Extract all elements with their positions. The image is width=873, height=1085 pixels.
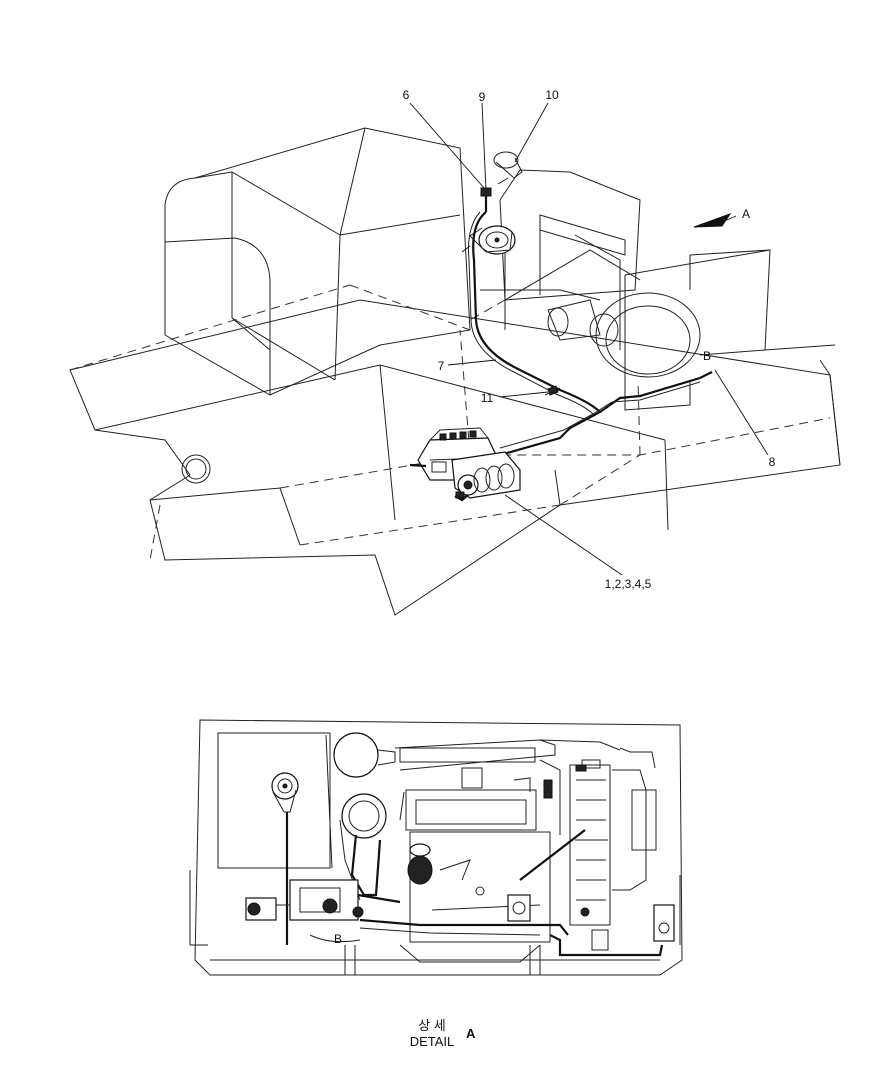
callout-10: 10	[545, 88, 559, 102]
detail-marker-b: B	[334, 932, 342, 946]
radiator	[519, 747, 657, 951]
detail-caption: 상 세 DETAIL A	[410, 1018, 476, 1049]
leader-lines	[409, 102, 769, 576]
callout-7: 7	[438, 359, 445, 373]
callout-8: 8	[769, 455, 776, 469]
engine-block	[469, 169, 836, 411]
hydraulic-pump	[245, 879, 401, 943]
intake-pipe	[339, 793, 387, 901]
battery-terminal	[653, 904, 675, 942]
detail-engine	[359, 767, 569, 963]
horn	[493, 151, 523, 185]
callout-1-5: 1,2,3,4,5	[605, 577, 652, 591]
detail-view: B	[189, 719, 683, 976]
callout-6: 6	[403, 88, 410, 102]
view-arrow	[693, 213, 737, 228]
callout-9: 9	[479, 90, 486, 104]
isometric-view: 6 9 10 A 7 B 11 8 1,2,3,4,5	[69, 88, 841, 616]
alternator-unit	[451, 451, 521, 502]
caption-letter: A	[466, 1026, 476, 1041]
callout-b: B	[703, 349, 711, 363]
callout-11: 11	[481, 391, 494, 405]
caption-english: DETAIL	[410, 1034, 455, 1049]
engine-hood	[164, 127, 471, 396]
wire-harness	[468, 211, 713, 457]
starter-motor	[507, 894, 590, 922]
switch-bracket	[480, 187, 492, 212]
detail-gauge	[271, 772, 299, 945]
machine-frame	[69, 284, 841, 616]
callout-view-a: A	[742, 207, 750, 221]
hydraulic-tank	[217, 732, 331, 869]
caption-korean: 상 세	[418, 1018, 446, 1033]
gauge	[469, 225, 516, 255]
air-cleaner	[333, 732, 621, 778]
